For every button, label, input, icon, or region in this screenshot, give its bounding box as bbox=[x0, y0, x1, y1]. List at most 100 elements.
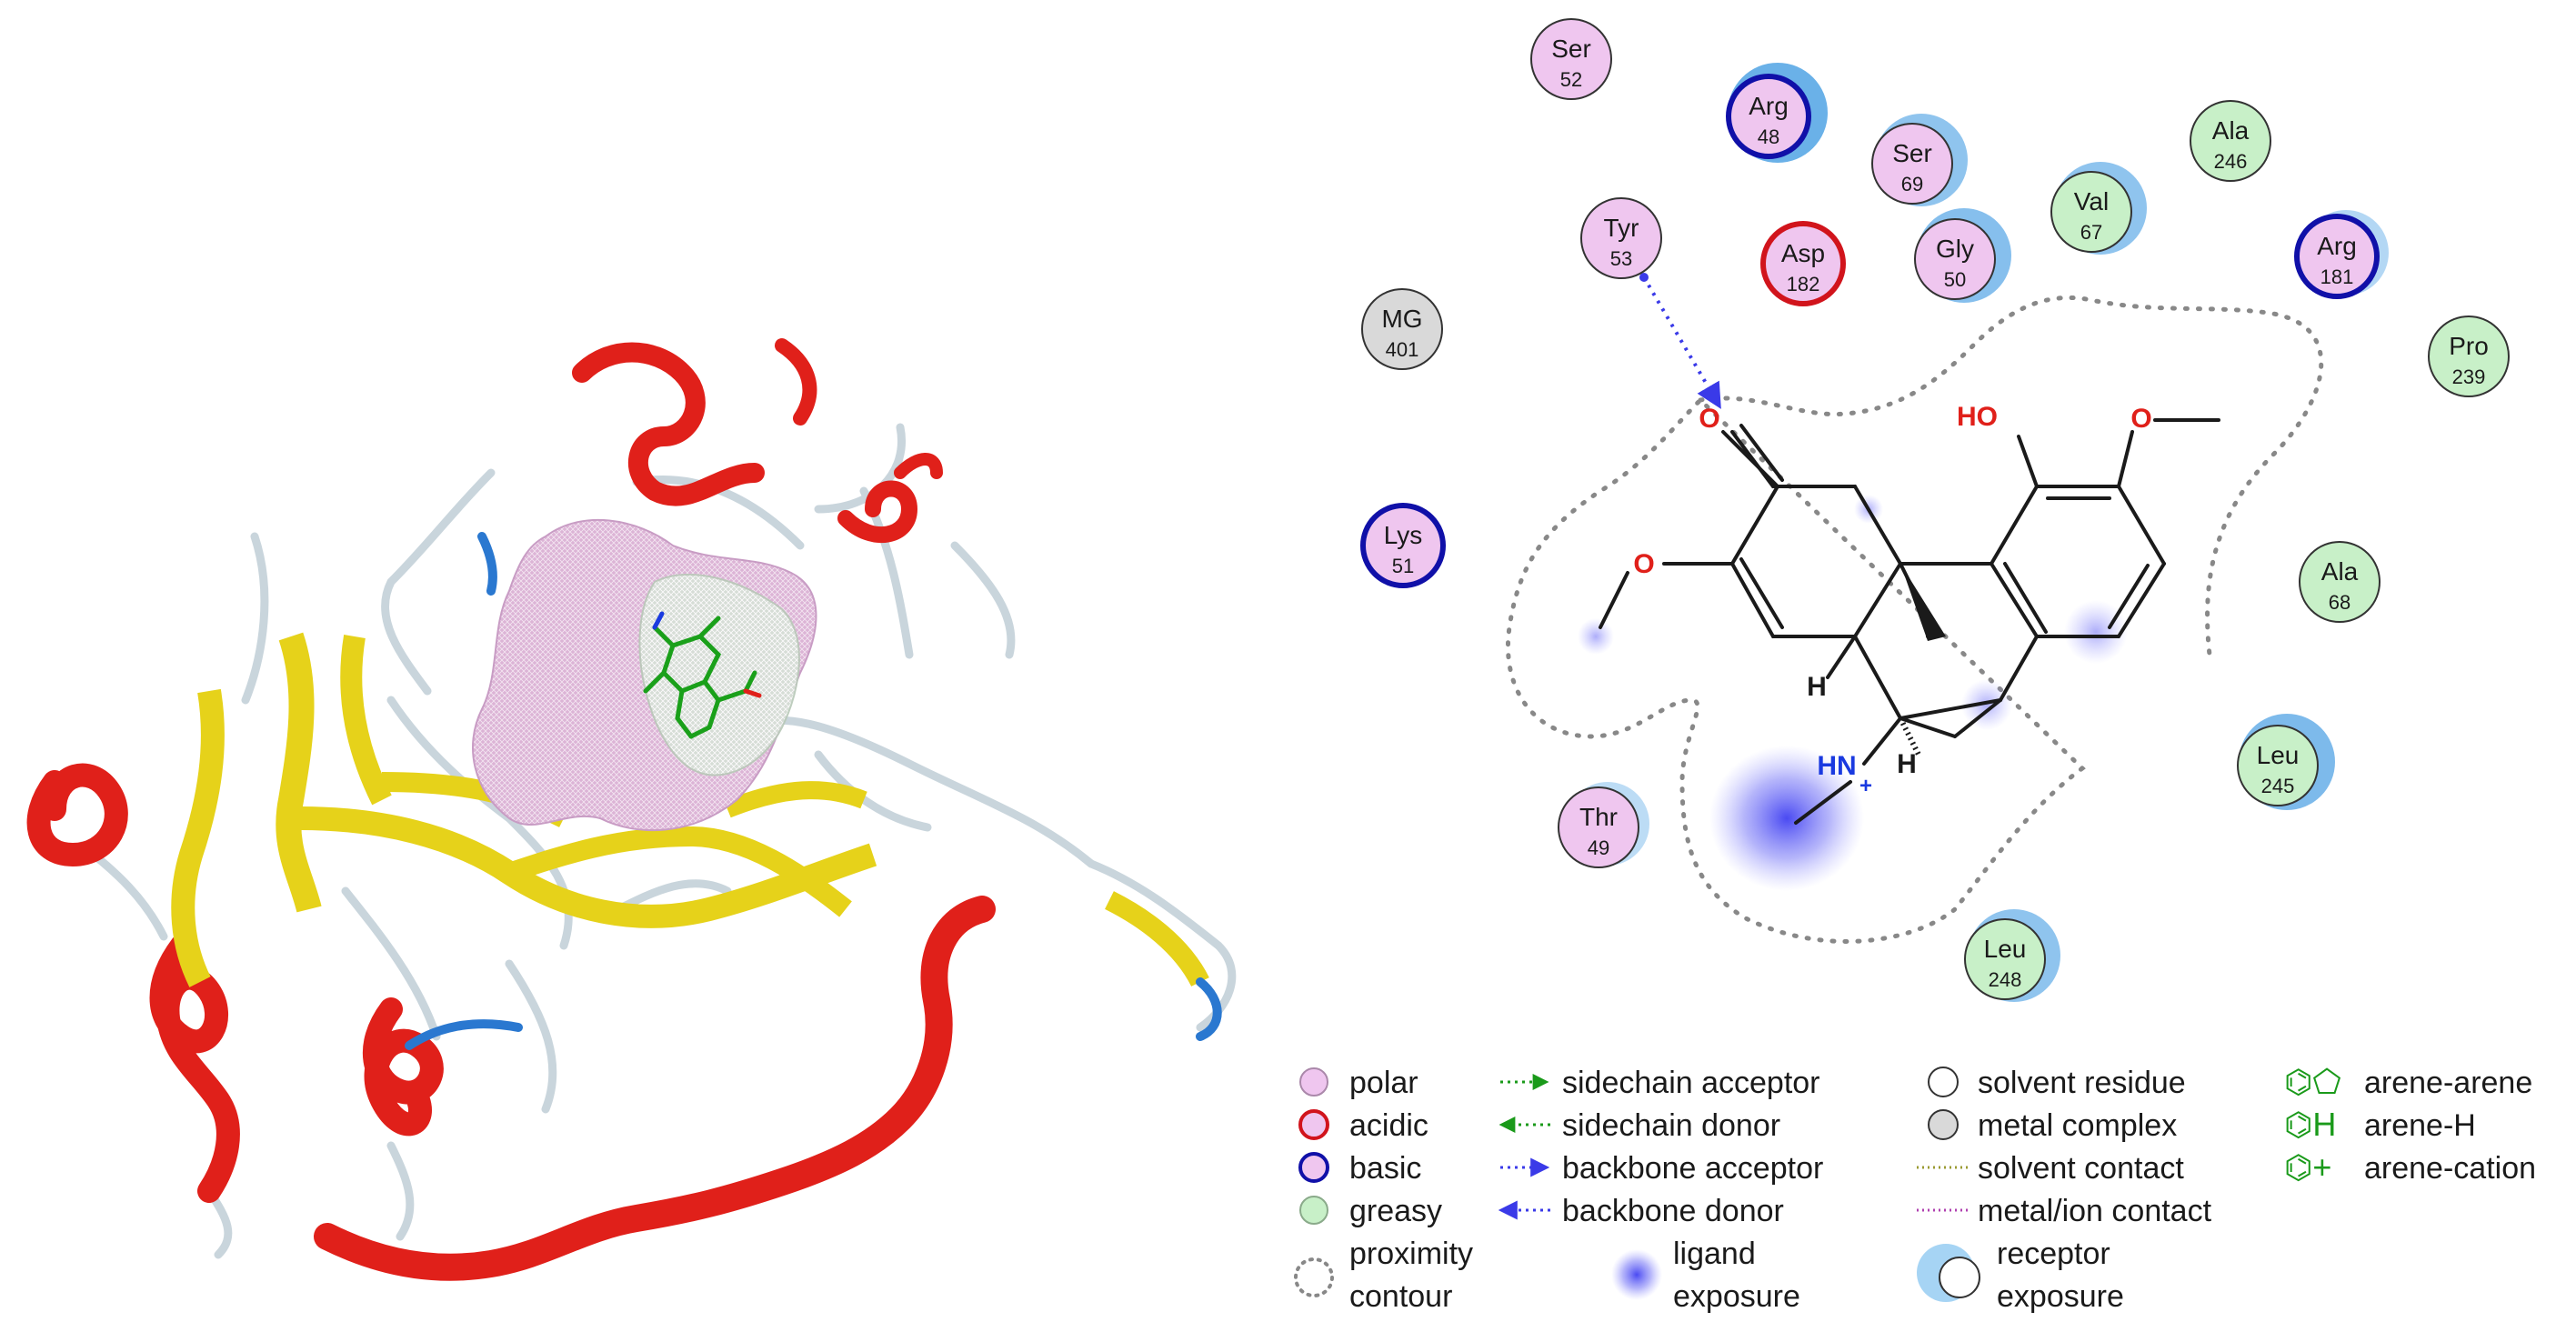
residue-lys51: Lys 51 bbox=[1360, 503, 1446, 588]
residue-name: Thr bbox=[1579, 803, 1618, 831]
hash-bond bbox=[1898, 716, 1921, 756]
residue-arg181: Arg 181 bbox=[2294, 210, 2389, 299]
residue-disc bbox=[1558, 786, 1639, 868]
legend-label-solvent-contact: solvent contact bbox=[1978, 1151, 2184, 1186]
atom-ketone-o: O bbox=[1699, 404, 1719, 434]
legend-glyph-arene-cation: ⌬+ bbox=[2284, 1148, 2331, 1186]
residue-name: Arg bbox=[1749, 92, 1789, 120]
atom-methoxy-o-right: O bbox=[2130, 404, 2151, 434]
residue-disc bbox=[1580, 197, 1662, 279]
residue-disc bbox=[1964, 918, 2046, 1000]
residue-number: 49 bbox=[1588, 836, 1609, 859]
residue-number: 182 bbox=[1787, 273, 1820, 295]
ligand-exposure-blobs bbox=[1578, 495, 2128, 891]
legend-label-ligand: ligand bbox=[1673, 1237, 1756, 1271]
atom-nh: HN bbox=[1817, 751, 1856, 781]
residue-name: Ser bbox=[1892, 139, 1932, 167]
residue-number: 67 bbox=[2080, 221, 2102, 244]
legend-label-receptor: receptor bbox=[1997, 1237, 2110, 1271]
residue-number: 50 bbox=[1944, 268, 1966, 291]
legend-label-proximity: proximity bbox=[1349, 1237, 1473, 1271]
legend-col-residue-types: polar acidic basic greasy proximity cont… bbox=[1294, 1066, 1473, 1314]
legend-col-solvent-metal: solvent residue metal complex solvent co… bbox=[1917, 1066, 2212, 1314]
residue-disc bbox=[2428, 315, 2510, 397]
binding-site-surface bbox=[472, 518, 817, 832]
residue-name: Gly bbox=[1936, 235, 1974, 263]
residue-name: Ala bbox=[2321, 557, 2359, 586]
legend-glyph-arene-h: ⌬H bbox=[2284, 1106, 2336, 1143]
legend-label-metal-complex: metal complex bbox=[1978, 1108, 2177, 1143]
legend: polar acidic basic greasy proximity cont… bbox=[1294, 1063, 2536, 1314]
residue-name: Pro bbox=[2449, 332, 2489, 360]
residue-ala68: Ala 68 bbox=[2299, 541, 2381, 623]
residue-disc bbox=[2299, 541, 2381, 623]
atom-methoxy-o-left: O bbox=[1633, 549, 1654, 579]
protein-ribbon-render bbox=[26, 338, 1237, 1281]
ligand-structure bbox=[1599, 418, 2220, 825]
legend-label-acidic: acidic bbox=[1349, 1108, 1428, 1143]
residue-number: 68 bbox=[2329, 591, 2350, 614]
turn-segments bbox=[405, 532, 1222, 1050]
residue-number: 245 bbox=[2261, 775, 2295, 797]
legend-glyph-arene-arene: ⌬⬠ bbox=[2284, 1063, 2341, 1100]
atom-h-left: H bbox=[1807, 672, 1827, 702]
residue-number: 48 bbox=[1758, 125, 1779, 148]
residue-asp182: Asp 182 bbox=[1760, 221, 1846, 306]
proximity-contour bbox=[1506, 295, 2324, 944]
residue-disc bbox=[1726, 74, 1811, 159]
residue-arg48: Arg 48 bbox=[1726, 63, 1828, 163]
atom-charge: + bbox=[1859, 774, 1872, 798]
residue-name: Ser bbox=[1551, 35, 1591, 63]
legend-label-contour: contour bbox=[1349, 1279, 1452, 1314]
residue-number: 239 bbox=[2452, 366, 2486, 388]
residue-leu245: Leu 245 bbox=[2237, 714, 2335, 810]
residue-disc bbox=[1530, 18, 1612, 100]
legend-label-basic: basic bbox=[1349, 1151, 1421, 1186]
residue-disc bbox=[1760, 221, 1846, 306]
legend-label-metal-ion-contact: metal/ion contact bbox=[1978, 1194, 2212, 1228]
legend-label-backbone-donor: backbone donor bbox=[1562, 1194, 1784, 1228]
residue-number: 51 bbox=[1392, 555, 1414, 577]
legend-label-backbone-acceptor: backbone acceptor bbox=[1562, 1151, 1823, 1186]
residue-gly50: Gly 50 bbox=[1914, 208, 2011, 303]
residue-number: 181 bbox=[2320, 265, 2354, 288]
legend-label-exposure-ligand: exposure bbox=[1673, 1279, 1800, 1314]
atom-hydroxyl: HO bbox=[1957, 402, 1998, 432]
residue-tyr53: Tyr 53 bbox=[1580, 197, 1662, 279]
residue-name: Asp bbox=[1781, 239, 1825, 267]
residue-name: Ala bbox=[2212, 116, 2250, 145]
residue-number: 401 bbox=[1386, 338, 1419, 361]
residue-name: Tyr bbox=[1604, 214, 1639, 242]
residue-name: Leu bbox=[1984, 935, 2027, 963]
legend-label-solvent-residue: solvent residue bbox=[1978, 1066, 2186, 1100]
residue-name: Leu bbox=[2257, 741, 2300, 769]
atom-h-right: H bbox=[1897, 749, 1917, 779]
legend-label-polar: polar bbox=[1349, 1066, 1418, 1100]
legend-label-exposure-receptor: exposure bbox=[1997, 1279, 2124, 1314]
legend-col-interactions: sidechain acceptor sidechain donor backb… bbox=[1498, 1066, 1823, 1314]
residue-number: 248 bbox=[1989, 968, 2022, 991]
legend-col-arene: ⌬⬠ arene-arene ⌬H arene-H ⌬+ arene-catio… bbox=[2284, 1063, 2536, 1186]
residue-number: 53 bbox=[1610, 247, 1632, 270]
legend-label-arene-arene: arene-arene bbox=[2364, 1066, 2532, 1100]
residue-mg401: MG 401 bbox=[1361, 288, 1443, 370]
residue-leu248: Leu 248 bbox=[1964, 909, 2060, 1002]
residue-number: 69 bbox=[1901, 173, 1923, 195]
residue-ser69: Ser 69 bbox=[1871, 114, 1968, 206]
backbone-acceptor-hbond bbox=[1642, 275, 1721, 409]
residue-name: Lys bbox=[1384, 521, 1423, 549]
residue-name: Arg bbox=[2317, 232, 2357, 260]
residue-name: MG bbox=[1381, 305, 1422, 333]
legend-label-arene-cation: arene-cation bbox=[2364, 1151, 2536, 1186]
residue-disc bbox=[1871, 123, 1953, 205]
helix-segments bbox=[26, 338, 996, 1281]
hbond-origin-dot bbox=[1639, 273, 1649, 282]
ligand-interaction-diagram: O HO O O H H HN + Ser52Arg48Ser69Ala246T… bbox=[1360, 18, 2510, 1002]
legend-label-greasy: greasy bbox=[1349, 1194, 1442, 1228]
legend-label-sidechain-acceptor: sidechain acceptor bbox=[1562, 1066, 1820, 1100]
